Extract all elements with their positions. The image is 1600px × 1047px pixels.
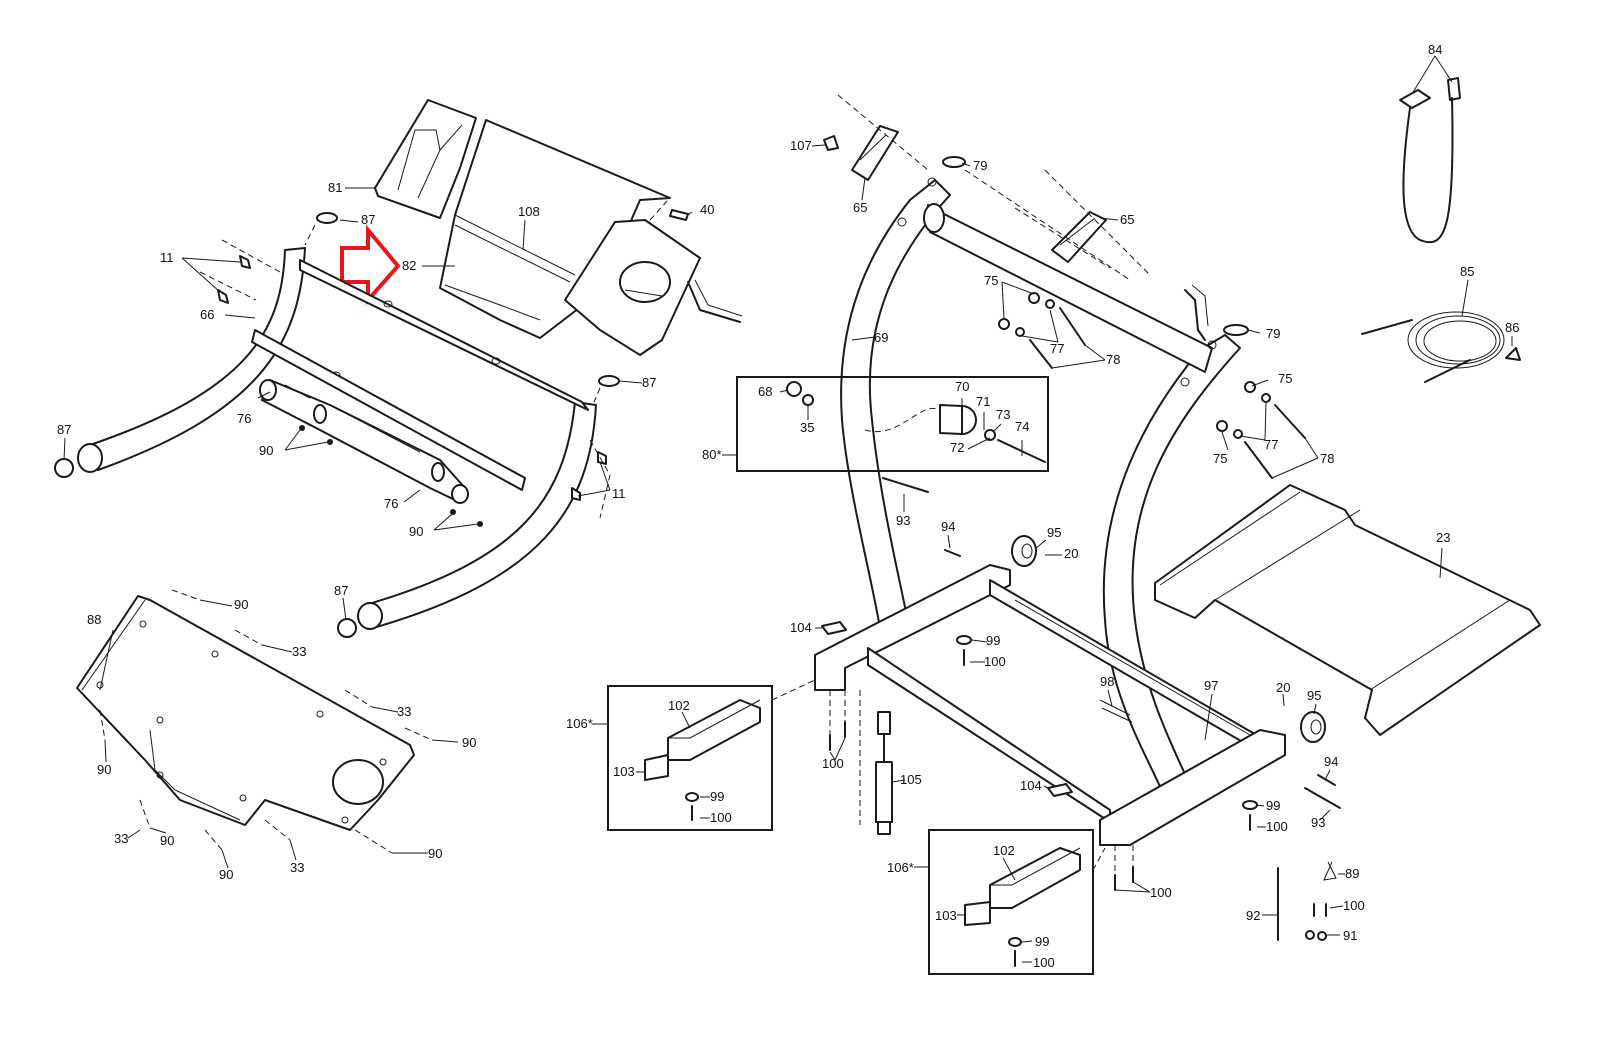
label-80: 80* (702, 447, 722, 462)
label-70: 70 (955, 379, 969, 394)
label-78: 78 (1320, 451, 1334, 466)
label-90: 90 (234, 597, 248, 612)
label-99: 99 (710, 789, 724, 804)
label-102: 102 (668, 698, 690, 713)
part-number-labels: 84 107 79 65 65 81 108 40 87 11 82 66 69… (57, 42, 1519, 970)
label-40: 40 (700, 202, 714, 217)
highlight-arrow (340, 224, 401, 306)
label-77: 77 (1264, 437, 1278, 452)
label-94: 94 (941, 519, 955, 534)
label-33: 33 (114, 831, 128, 846)
label-76: 76 (384, 496, 398, 511)
label-99: 99 (986, 633, 1000, 648)
misc-parts-bottom-right (1277, 861, 1337, 941)
label-94: 94 (1324, 754, 1338, 769)
label-90: 90 (462, 735, 476, 750)
label-75: 75 (1213, 451, 1227, 466)
label-104: 104 (1020, 778, 1042, 793)
label-97: 97 (1204, 678, 1218, 693)
label-72: 72 (950, 440, 964, 455)
label-100: 100 (1343, 898, 1365, 913)
label-20: 20 (1064, 546, 1078, 561)
accessories-upper-right (1361, 77, 1521, 383)
label-100: 100 (710, 810, 732, 825)
label-11: 11 (612, 486, 626, 501)
upright-frame-69 (823, 94, 1306, 799)
label-103: 103 (935, 908, 957, 923)
label-91: 91 (1343, 928, 1357, 943)
label-90: 90 (409, 524, 423, 539)
label-89: 89 (1345, 866, 1359, 881)
label-88: 88 (87, 612, 101, 627)
label-33: 33 (292, 644, 306, 659)
label-73: 73 (996, 407, 1010, 422)
label-66: 66 (200, 307, 214, 322)
label-90: 90 (219, 867, 233, 882)
callout-box-106-left (607, 685, 773, 831)
label-104: 104 (790, 620, 812, 635)
label-90: 90 (97, 762, 111, 777)
label-102: 102 (993, 843, 1015, 858)
label-87: 87 (642, 375, 656, 390)
label-84: 84 (1428, 42, 1442, 57)
label-103: 103 (613, 764, 635, 779)
label-108: 108 (518, 204, 540, 219)
label-76: 76 (237, 411, 251, 426)
label-78: 78 (1106, 352, 1120, 367)
label-82: 82 (402, 258, 416, 273)
label-81: 81 (328, 180, 342, 195)
label-11: 11 (160, 250, 174, 265)
label-106: 106* (887, 860, 914, 875)
label-95: 95 (1047, 525, 1061, 540)
label-75: 75 (984, 273, 998, 288)
label-98: 98 (1100, 674, 1114, 689)
callout-box-106-right (928, 829, 1094, 975)
label-23: 23 (1436, 530, 1450, 545)
label-87: 87 (57, 422, 71, 437)
label-99: 99 (1266, 798, 1280, 813)
label-35: 35 (800, 420, 814, 435)
label-100: 100 (1033, 955, 1055, 970)
label-79: 79 (1266, 326, 1280, 341)
label-99: 99 (1035, 934, 1049, 949)
label-100: 100 (822, 756, 844, 771)
deck-part-23 (1154, 484, 1541, 736)
label-100: 100 (1266, 819, 1288, 834)
label-87: 87 (334, 583, 348, 598)
label-74: 74 (1015, 419, 1029, 434)
label-92: 92 (1246, 908, 1260, 923)
leader-lines (63, 55, 1513, 963)
label-93: 93 (1311, 815, 1325, 830)
base-frame (814, 477, 1341, 891)
label-20: 20 (1276, 680, 1290, 695)
label-100: 100 (1150, 885, 1172, 900)
label-68: 68 (758, 384, 772, 399)
label-79: 79 (973, 158, 987, 173)
label-75: 75 (1278, 371, 1292, 386)
label-71: 71 (976, 394, 990, 409)
label-65: 65 (1120, 212, 1134, 227)
label-69: 69 (874, 330, 888, 345)
label-90: 90 (428, 846, 442, 861)
label-77: 77 (1050, 341, 1064, 356)
label-106: 106* (566, 716, 593, 731)
label-95: 95 (1307, 688, 1321, 703)
label-107: 107 (790, 138, 812, 153)
motor-hood-88 (76, 589, 433, 854)
label-65: 65 (853, 200, 867, 215)
label-90: 90 (259, 443, 273, 458)
label-105: 105 (900, 772, 922, 787)
label-90: 90 (160, 833, 174, 848)
label-85: 85 (1460, 264, 1474, 279)
label-87: 87 (361, 212, 375, 227)
label-86: 86 (1505, 320, 1519, 335)
label-33: 33 (290, 860, 304, 875)
label-100: 100 (984, 654, 1006, 669)
label-93: 93 (896, 513, 910, 528)
console-assembly (374, 99, 743, 356)
label-33: 33 (397, 704, 411, 719)
handlebar-frame-66 (54, 212, 620, 638)
